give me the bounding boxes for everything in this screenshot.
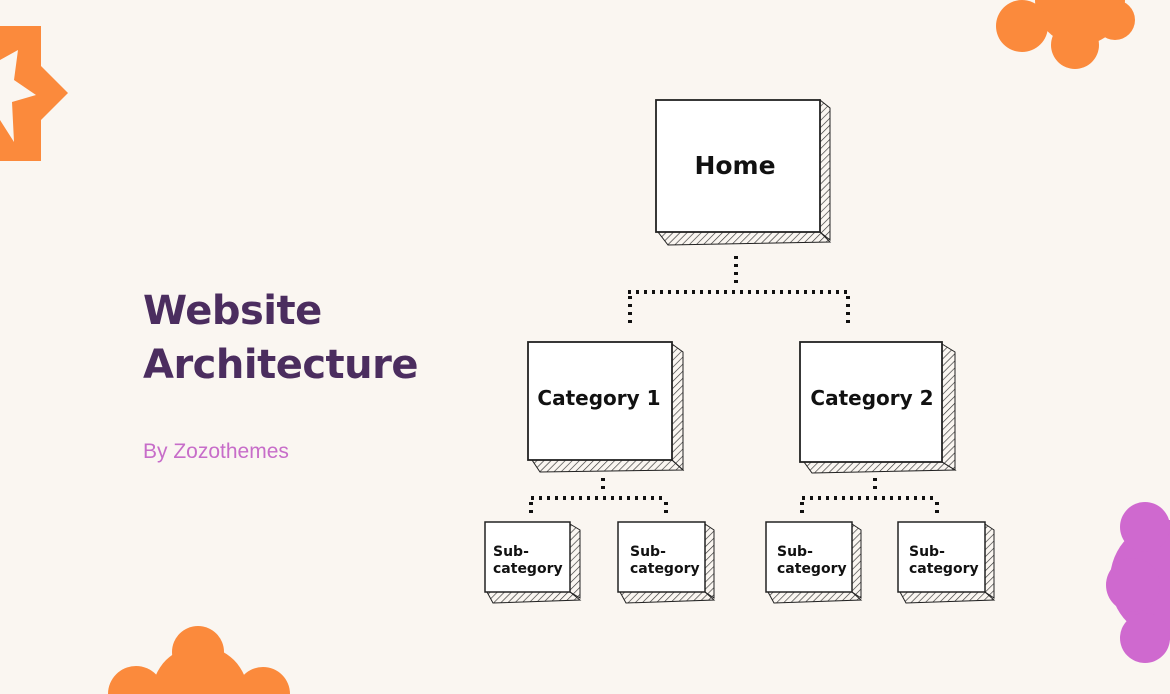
node-category-2: Category 2 — [799, 341, 957, 474]
orange-flower-top-right-icon — [996, 0, 1135, 69]
node-label: category — [630, 561, 700, 577]
pink-flower-right-icon — [1106, 502, 1170, 663]
title-line-1: Website — [143, 288, 322, 334]
node-label: category — [493, 561, 563, 577]
node-subcategory-1-1: Sub- category — [484, 521, 582, 604]
node-subcategory-1-2: Sub- category — [617, 521, 716, 604]
node-label: Sub- — [909, 544, 945, 560]
byline: By Zozothemes — [143, 440, 289, 463]
node-label: category — [777, 561, 847, 577]
orange-flower-bottom-left-icon — [108, 626, 290, 694]
node-label: Category 1 — [537, 386, 660, 410]
node-label: Sub- — [777, 544, 813, 560]
node-label: Sub- — [630, 544, 666, 560]
node-label: Category 2 — [810, 386, 933, 410]
node-subcategory-2-1: Sub- category — [765, 521, 863, 604]
node-label: Home — [694, 151, 775, 180]
title-line-2: Architecture — [143, 342, 419, 388]
node-subcategory-2-2: Sub- category — [897, 521, 996, 604]
node-label: Sub- — [493, 544, 529, 560]
node-category-1: Category 1 — [527, 341, 685, 473]
node-home: Home — [655, 98, 832, 246]
node-label: category — [909, 561, 979, 577]
page-title: Website Architecture — [143, 284, 419, 392]
orange-star-badge-icon — [0, 26, 68, 161]
